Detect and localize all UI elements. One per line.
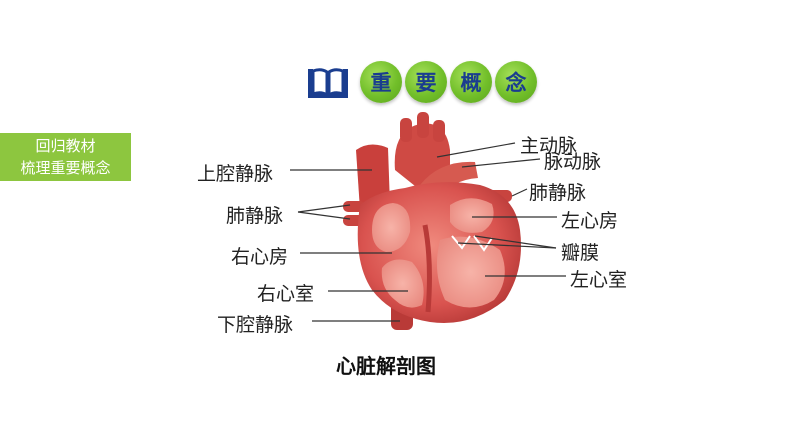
label-aorta: 主动脉 bbox=[520, 135, 578, 157]
section-tag-line2: 梳理重要概念 bbox=[20, 159, 111, 177]
label-pulmonary-artery: 脉动脉 bbox=[544, 151, 602, 173]
section-tag: 回归教材 梳理重要概念 bbox=[0, 133, 131, 181]
aorta-branch-1 bbox=[400, 118, 412, 142]
label-right-ventricle: 右心室 bbox=[257, 283, 315, 305]
label-left-ventricle: 左心室 bbox=[570, 269, 628, 291]
left-ventricle-chamber bbox=[436, 236, 505, 308]
header-char-2: 要 bbox=[405, 61, 447, 103]
section-tag-line1: 回归教材 bbox=[35, 137, 96, 155]
header-char-4: 念 bbox=[495, 61, 537, 103]
book-icon bbox=[308, 68, 348, 98]
aorta-branch-3 bbox=[433, 120, 445, 142]
label-inferior-vena-cava: 下腔静脉 bbox=[217, 314, 294, 336]
septum bbox=[422, 224, 432, 313]
valve-flaps bbox=[451, 235, 493, 252]
label-left-atrium: 左心房 bbox=[561, 210, 619, 232]
leader-lines bbox=[290, 142, 566, 322]
right-ventricle-chamber bbox=[381, 259, 424, 308]
concept-header: 重 要 概 念 bbox=[306, 58, 540, 106]
label-superior-vena-cava: 上腔静脉 bbox=[197, 163, 274, 185]
header-char-1: 重 bbox=[360, 61, 402, 103]
label-pulmonary-vein-right: 肺静脉 bbox=[529, 182, 587, 204]
label-pulmonary-vein-left: 肺静脉 bbox=[226, 205, 284, 227]
diagram-caption: 心脏解剖图 bbox=[336, 354, 436, 378]
aorta-branch-2 bbox=[417, 112, 429, 138]
left-atrium-chamber bbox=[450, 198, 494, 233]
right-atrium-chamber bbox=[372, 203, 411, 252]
label-valve: 瓣膜 bbox=[561, 242, 600, 264]
label-right-atrium: 右心房 bbox=[231, 246, 289, 268]
header-char-3: 概 bbox=[450, 61, 492, 103]
